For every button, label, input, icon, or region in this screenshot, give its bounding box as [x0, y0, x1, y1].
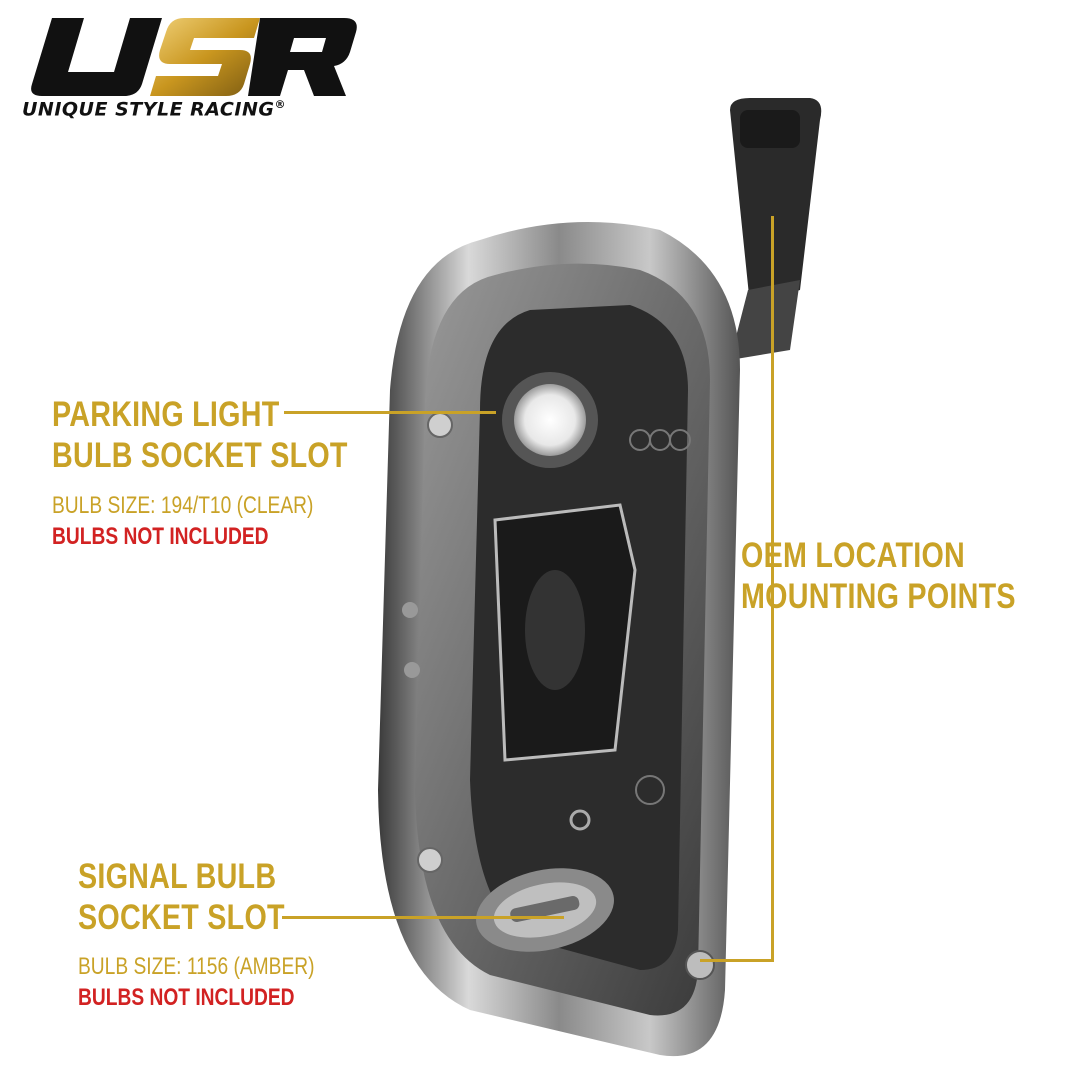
signal-title-line1: SIGNAL BULB: [78, 857, 277, 896]
mounting-leader-bottom: [700, 959, 774, 962]
parking-title-line1: PARKING LIGHT: [52, 395, 280, 434]
brand-name-text: UNIQUE STYLE RACING: [22, 98, 275, 121]
corner-light-housing-photo: [330, 90, 860, 1080]
registered-mark: ®: [274, 98, 286, 111]
signal-leader-line: [282, 916, 564, 919]
signal-bulb-size: BULB SIZE: 1156 (AMBER): [78, 953, 315, 980]
parking-title-line2: BULB SOCKET SLOT: [52, 436, 348, 475]
mounting-leader-vertical: [771, 216, 774, 962]
brand-name: UNIQUE STYLE RACING®: [22, 98, 286, 120]
parking-bulbs-note: BULBS NOT INCLUDED: [52, 523, 269, 550]
mounting-title-line2: MOUNTING POINTS: [741, 577, 1016, 616]
brand-logo: [22, 14, 362, 126]
parking-callout-title: PARKING LIGHT BULB SOCKET SLOT: [52, 394, 348, 476]
parking-leader-line: [284, 411, 496, 414]
parking-bulb-size: BULB SIZE: 194/T10 (CLEAR): [52, 492, 314, 519]
signal-callout-title: SIGNAL BULB SOCKET SLOT: [78, 856, 285, 938]
mounting-callout-title: OEM LOCATION MOUNTING POINTS: [741, 535, 1016, 617]
usr-logo-icon: [31, 18, 357, 96]
housing-illustration-icon: [378, 98, 822, 1057]
mounting-title-line1: OEM LOCATION: [741, 536, 966, 575]
signal-bulbs-note: BULBS NOT INCLUDED: [78, 984, 295, 1011]
signal-title-line2: SOCKET SLOT: [78, 898, 285, 937]
